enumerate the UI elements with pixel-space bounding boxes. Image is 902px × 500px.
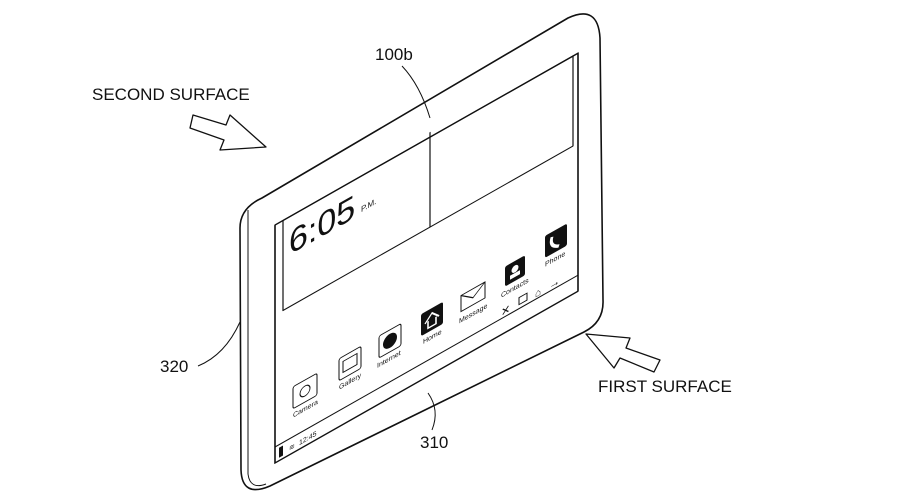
wifi-icon: ≋	[289, 441, 295, 453]
app-label: Internet	[377, 348, 402, 370]
app-phone[interactable]: Phone	[545, 223, 567, 269]
arrow-second-surface	[189, 114, 267, 151]
app-label: Camera	[293, 397, 319, 420]
app-camera[interactable]: Camera	[292, 372, 319, 420]
window-icon[interactable]	[518, 292, 528, 306]
ref-310: 310	[420, 433, 448, 452]
app-message[interactable]: Message	[459, 281, 487, 326]
label-second-surface: SECOND SURFACE	[92, 85, 250, 104]
status-bar: ≋ 12:45 ✕ ⌂ →	[275, 273, 578, 458]
device-body	[239, 13, 604, 491]
app-label: Gallery	[339, 371, 361, 392]
app-gallery[interactable]: Gallery	[338, 346, 362, 392]
app-internet[interactable]: Internet	[377, 323, 402, 370]
device-side-edge	[247, 210, 267, 487]
label-first-surface: FIRST SURFACE	[598, 377, 732, 396]
arrow-first-surface	[585, 333, 661, 373]
back-arrow-icon[interactable]: →	[549, 273, 560, 292]
leader-320	[197, 321, 241, 367]
leader-310	[427, 392, 436, 431]
close-icon[interactable]: ✕	[501, 301, 510, 319]
app-contacts[interactable]: Contacts	[501, 253, 529, 300]
battery-icon	[279, 445, 283, 458]
home-nav-icon[interactable]: ⌂	[535, 286, 541, 301]
upper-panels	[282, 55, 574, 312]
leader-100b	[401, 65, 431, 119]
ref-320: 320	[160, 357, 188, 376]
app-home[interactable]: Home	[421, 302, 443, 347]
clock-widget: 6:05 P.M.	[289, 187, 376, 263]
clock-ampm: P.M.	[361, 196, 376, 214]
ref-100b: 100b	[375, 45, 413, 64]
screen: 6:05 P.M. Camera Gallery Internet Home M…	[274, 52, 579, 464]
